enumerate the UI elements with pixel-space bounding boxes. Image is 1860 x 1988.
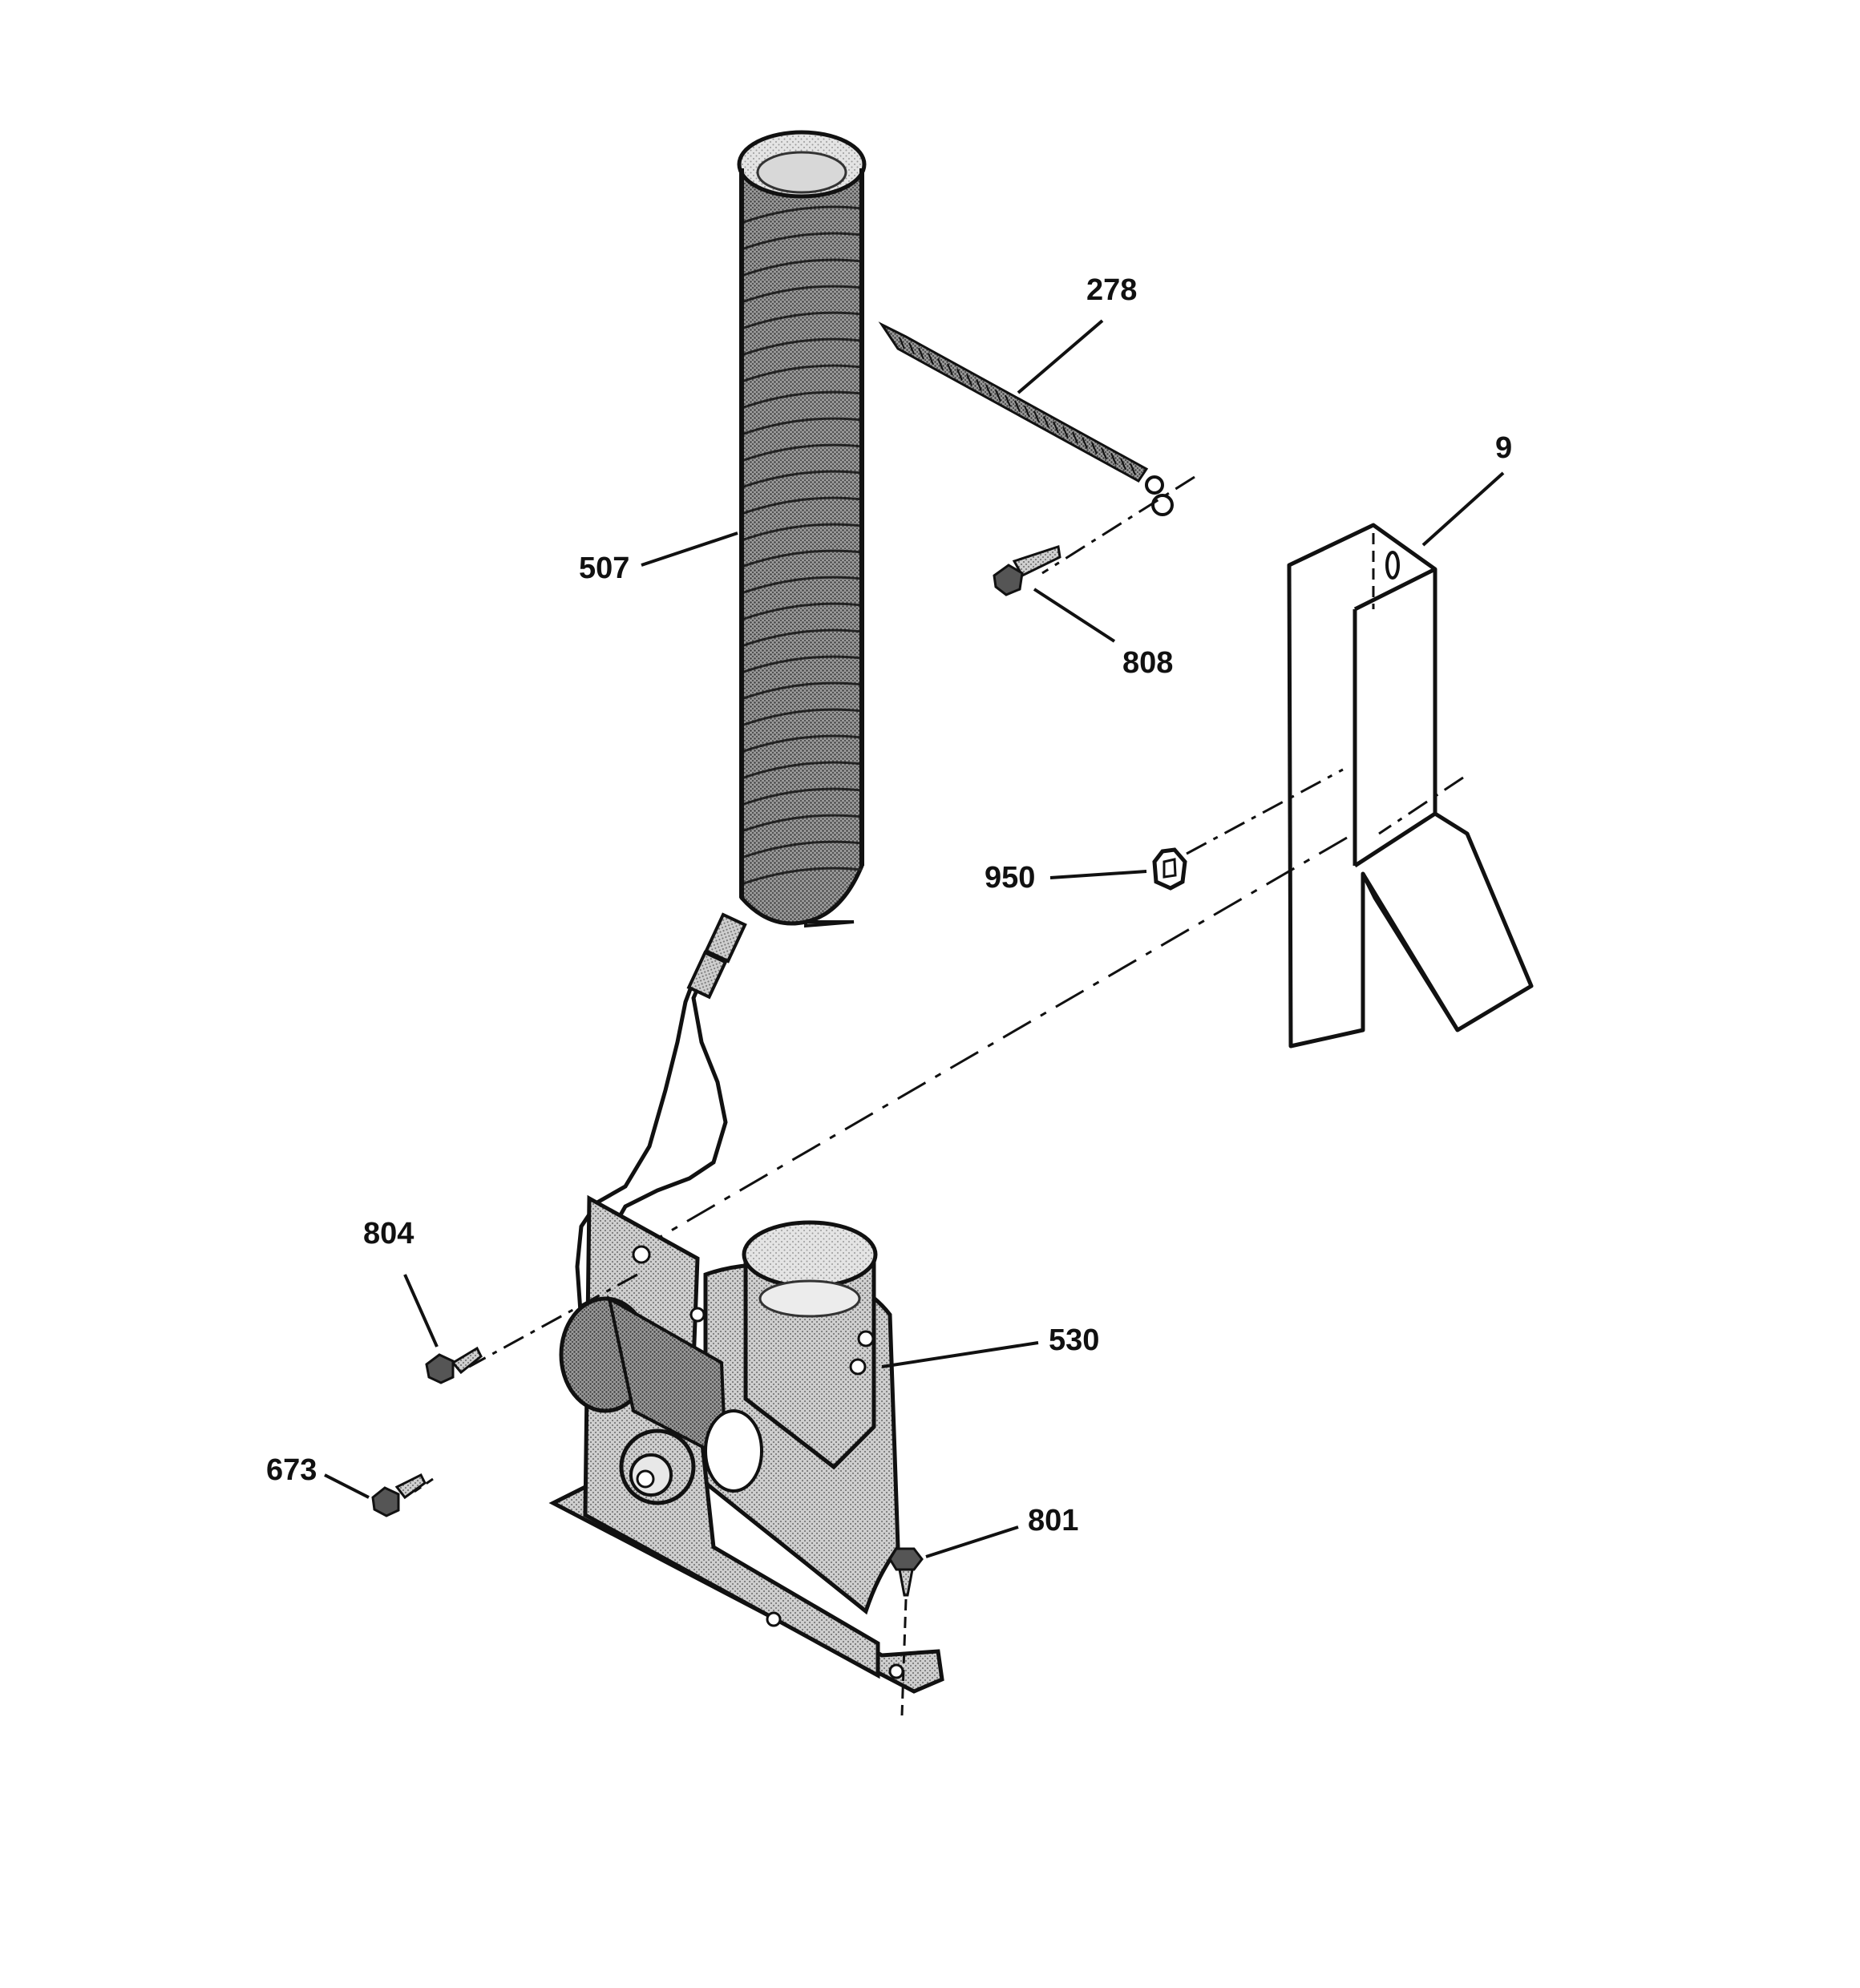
centerline-808 [1041, 475, 1195, 575]
callout-530: 530 [1049, 1323, 1100, 1357]
callout-278: 278 [1086, 273, 1138, 307]
screw-part-808 [993, 545, 1061, 596]
centerline-bracket [1378, 776, 1464, 835]
callout-801: 801 [1028, 1504, 1079, 1537]
clip-part-950 [1152, 847, 1187, 891]
callout-9: 9 [1495, 431, 1513, 465]
blower-assembly-part-530 [548, 1194, 944, 1694]
callout-673: 673 [266, 1453, 317, 1487]
centerline-950 [1186, 768, 1344, 855]
motor-wires [575, 912, 747, 1323]
callout-804: 804 [363, 1217, 414, 1251]
callout-950: 950 [985, 861, 1036, 895]
bracket-part-9 [1287, 523, 1534, 1049]
screw-part-804 [425, 1346, 483, 1384]
centerline-blower [657, 836, 1348, 1240]
leader-lines [324, 319, 1505, 1558]
screw-part-673 [371, 1473, 427, 1517]
flexible-duct-part-507 [737, 130, 867, 928]
callout-507: 507 [579, 552, 630, 585]
centerline-804 [468, 1273, 638, 1368]
wire-tie-part-278 [878, 321, 1174, 516]
screw-part-801 [888, 1547, 924, 1716]
callout-808: 808 [1122, 646, 1174, 680]
